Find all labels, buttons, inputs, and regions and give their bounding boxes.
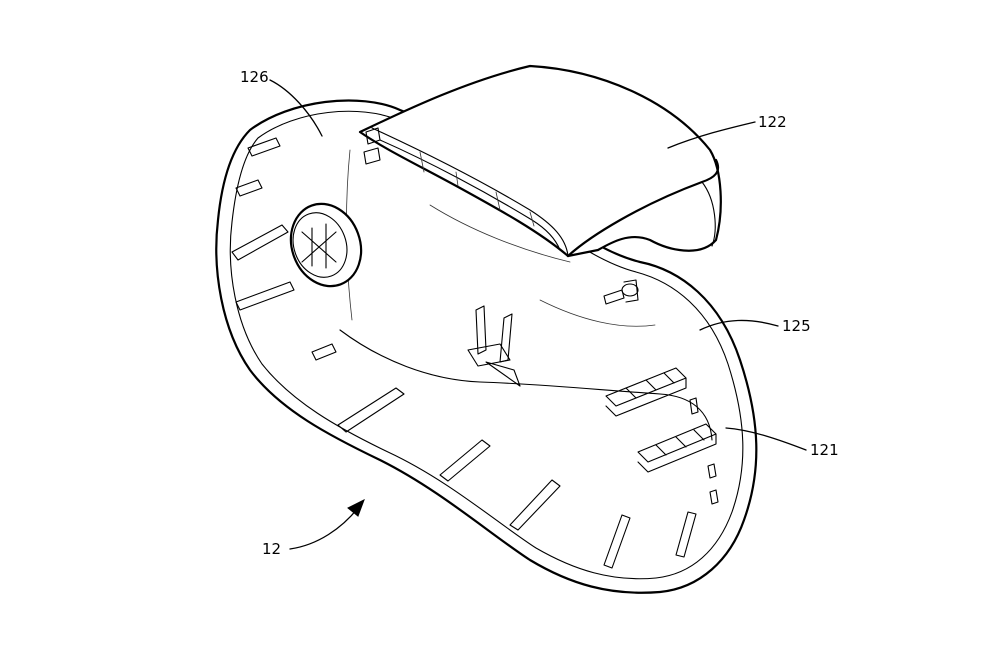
upper-cover-122 [358, 64, 722, 258]
leader-126 [269, 79, 323, 137]
locating-pin [603, 279, 639, 305]
internal-ribs [231, 137, 697, 569]
label-121: 121 [810, 441, 839, 459]
lower-shell-121 [215, 99, 758, 594]
label-12: 12 [262, 540, 281, 558]
leader-12 [289, 507, 359, 550]
arrowhead-12 [347, 498, 365, 517]
label-125: 125 [782, 317, 811, 335]
cylindrical-boss [289, 202, 363, 288]
leader-lines [269, 79, 807, 550]
leader-125 [699, 319, 779, 331]
center-bracket [467, 305, 521, 387]
label-122: 122 [758, 113, 787, 131]
rib-grid-lower [637, 423, 717, 473]
leader-121 [725, 427, 807, 451]
leader-122 [667, 121, 756, 149]
label-126: 126 [240, 68, 269, 86]
rib-grid-upper [605, 367, 687, 417]
